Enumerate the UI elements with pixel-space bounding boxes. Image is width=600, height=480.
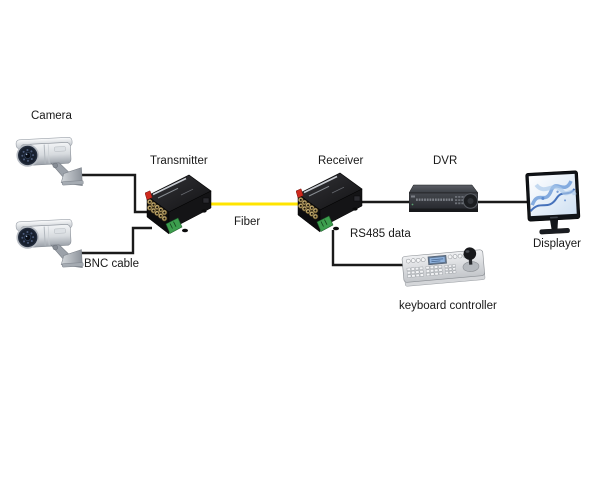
fiber-label: Fiber (234, 216, 261, 228)
bnc-cable-line-2 (78, 226, 152, 255)
bnc-cable-line-1 (78, 173, 150, 214)
dvr-device (409, 183, 478, 214)
receiver-label: Receiver (318, 155, 364, 167)
keyboard-controller-device (401, 245, 487, 291)
rs485-line (331, 230, 407, 267)
camera-icon-2 (15, 212, 97, 274)
rs485-data-label: RS485 data (350, 228, 411, 240)
receiver-device (296, 170, 364, 238)
displayer-device (525, 170, 581, 240)
transmitter-device (145, 172, 213, 240)
transmitter-label: Transmitter (150, 155, 208, 167)
displayer-label: Displayer (533, 238, 581, 250)
bnc-cable-label: BNC cable (84, 258, 139, 270)
camera-icon-1 (15, 130, 97, 192)
dvr-label: DVR (433, 155, 458, 167)
keyboard-controller-label: keyboard controller (399, 300, 497, 312)
camera-label: Camera (31, 110, 72, 122)
